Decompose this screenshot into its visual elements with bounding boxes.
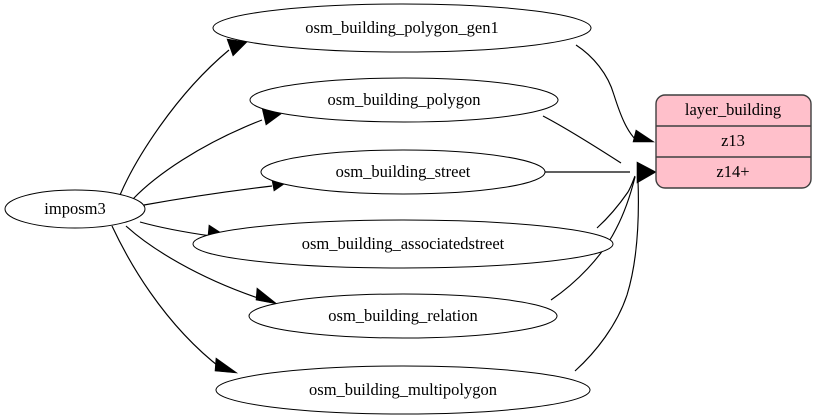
edge-group-tables-to-layer bbox=[542, 44, 657, 372]
node-shape[interactable] bbox=[192, 219, 614, 269]
node-osm_building_associatedstreet[interactable]: osm_building_associatedstreet bbox=[192, 219, 614, 269]
record-row-zoom-z14plus: z14+ bbox=[716, 162, 749, 181]
node-osm_building_polygon_gen1[interactable]: osm_building_polygon_gen1 bbox=[212, 3, 592, 53]
edge-osm_building_relation-to-z14plus bbox=[550, 176, 636, 301]
node-shape[interactable] bbox=[260, 149, 546, 195]
edge-path bbox=[139, 221, 212, 237]
node-osm_building_street[interactable]: osm_building_street bbox=[260, 149, 546, 195]
node-label: imposm3 bbox=[44, 199, 105, 218]
arrowhead-icon bbox=[255, 287, 278, 305]
edge-osm_building_multipolygon-to-z14plus bbox=[574, 179, 639, 372]
edge-path bbox=[550, 176, 636, 301]
edge-path bbox=[111, 225, 223, 370]
edge-osm_building_polygon_gen1-to-z13 bbox=[575, 44, 655, 143]
node-osm_building_relation[interactable]: osm_building_relation bbox=[248, 293, 558, 339]
record-shape[interactable] bbox=[655, 94, 812, 189]
node-imposm3[interactable]: imposm3 bbox=[4, 189, 146, 229]
node-osm_building_multipolygon[interactable]: osm_building_multipolygon bbox=[215, 365, 591, 415]
node-label: osm_building_relation bbox=[328, 306, 477, 325]
edge-path bbox=[596, 175, 636, 229]
edge-imposm3-to-osm_building_relation bbox=[125, 225, 278, 305]
node-shape[interactable] bbox=[249, 77, 559, 123]
node-shape[interactable] bbox=[248, 293, 558, 339]
arrowhead-icon bbox=[226, 38, 248, 57]
edge-path bbox=[575, 44, 637, 141]
arrowhead-icon bbox=[636, 161, 657, 184]
edge-imposm3-to-osm_building_multipolygon bbox=[111, 225, 239, 374]
node-shape[interactable] bbox=[4, 189, 146, 229]
edge-imposm3-to-osm_building_polygon bbox=[132, 107, 282, 200]
node-label: osm_building_street bbox=[336, 162, 471, 181]
arrowhead-icon bbox=[632, 129, 655, 143]
arrowhead-icon bbox=[214, 357, 239, 374]
node-shape[interactable] bbox=[215, 365, 591, 415]
record-row-zoom-z13: z13 bbox=[721, 131, 745, 150]
node-osm_building_polygon[interactable]: osm_building_polygon bbox=[249, 77, 559, 123]
edge-imposm3-to-osm_building_polygon_gen1 bbox=[119, 38, 248, 196]
edge-osm_building_polygon-to-z14plus bbox=[542, 115, 622, 164]
edge-path bbox=[574, 179, 639, 372]
node-label: osm_building_polygon bbox=[327, 90, 480, 109]
edge-path bbox=[132, 119, 263, 200]
node-shape[interactable] bbox=[212, 3, 592, 53]
node-layer_building[interactable]: layer_building z13 z14+ bbox=[655, 94, 812, 189]
edge-path bbox=[119, 49, 230, 196]
edge-path bbox=[143, 185, 273, 206]
node-label: osm_building_polygon_gen1 bbox=[305, 18, 498, 37]
node-label: osm_building_associatedstreet bbox=[302, 234, 505, 253]
edge-osm_building_associatedstreet-to-z14plus bbox=[596, 175, 636, 229]
edge-path bbox=[542, 115, 622, 164]
edge-path bbox=[125, 225, 262, 300]
record-row-layer-name: layer_building bbox=[685, 100, 781, 119]
node-label: osm_building_multipolygon bbox=[309, 380, 497, 399]
